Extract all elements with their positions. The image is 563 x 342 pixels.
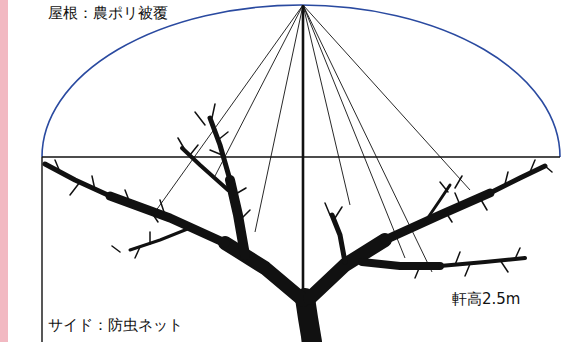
page-border-strip	[0, 0, 8, 342]
roof-arc	[42, 5, 560, 157]
side-label: サイド：防虫ネット	[46, 316, 185, 334]
side-wall	[41, 157, 42, 342]
roof-label: 屋根：農ポリ被覆	[46, 4, 170, 22]
tree	[45, 118, 545, 342]
tree-twigs	[55, 104, 552, 278]
eave-height-label: 軒高2.5m	[450, 290, 522, 308]
tie-beam	[42, 156, 560, 157]
